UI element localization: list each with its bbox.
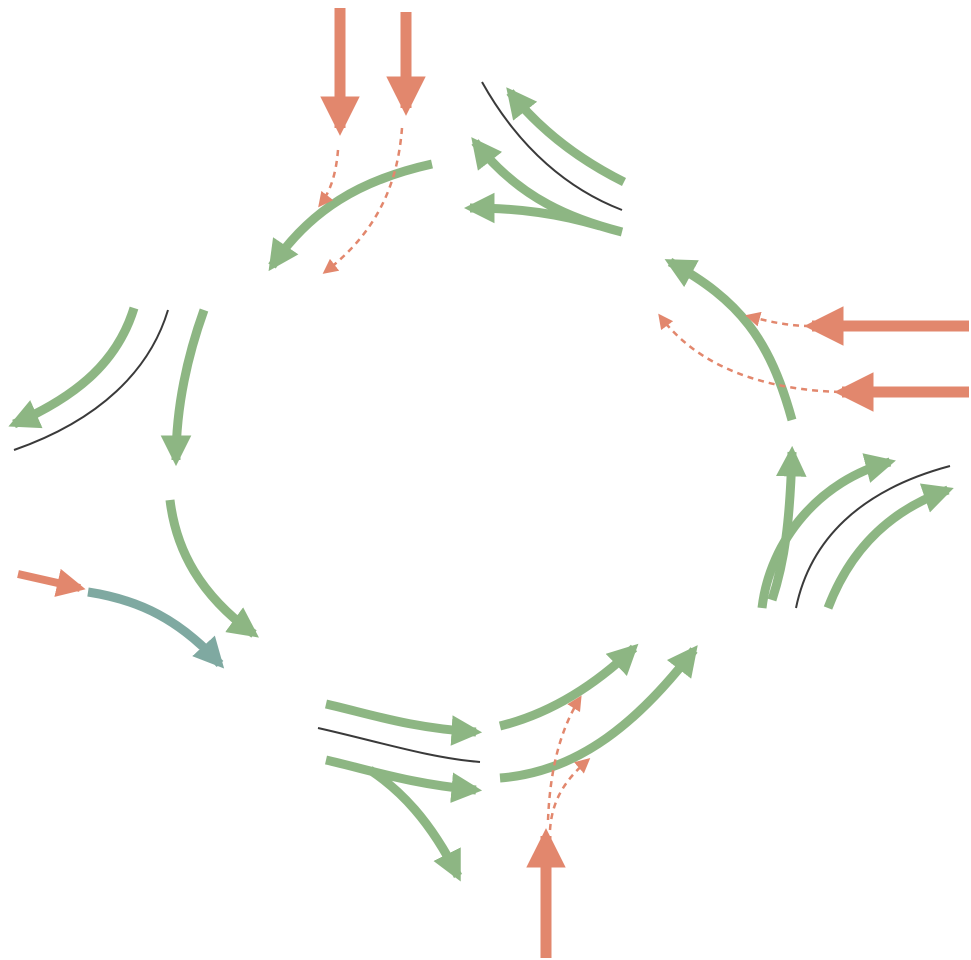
northeast-inner-arrow-b bbox=[463, 192, 602, 231]
southeast-outer-arrow bbox=[823, 483, 954, 610]
southwest-group bbox=[317, 699, 483, 882]
north-circulating-arrow bbox=[268, 159, 433, 272]
north-dashed-merge-left bbox=[318, 149, 340, 208]
west-outer-arrow bbox=[8, 306, 139, 429]
southeast-inner-arrow-a bbox=[757, 453, 896, 609]
east-dashed-merge-top bbox=[745, 311, 811, 328]
west-entry-arrow bbox=[17, 568, 86, 597]
west-lower-arrow bbox=[165, 499, 259, 638]
south-circulating-arrow-top bbox=[498, 643, 639, 731]
southwest-lane-divider bbox=[317, 727, 481, 763]
east-circulating-arrow bbox=[664, 258, 797, 422]
southeast-inner-arrow-b bbox=[767, 445, 807, 602]
southwest-inner-arrow-b bbox=[367, 766, 463, 882]
northeast-outer-arrow bbox=[506, 87, 627, 187]
southwest-inner-arrow-a bbox=[325, 755, 483, 804]
east-dashed-merge-bottom bbox=[658, 313, 841, 394]
south-dashed-merge-bottom bbox=[548, 758, 591, 831]
southeast-group bbox=[757, 445, 954, 610]
north-entry-group bbox=[268, 8, 433, 274]
east-entry-group bbox=[658, 258, 969, 422]
west-merge-arrow bbox=[87, 587, 225, 669]
north-dashed-merge-right bbox=[322, 127, 404, 274]
west-entry-group bbox=[17, 568, 225, 669]
south-circulating-arrow-bottom bbox=[499, 645, 698, 783]
south-dashed-merge-top bbox=[546, 695, 582, 821]
northeast-inner-arrow-a bbox=[471, 137, 624, 237]
northeast-group bbox=[463, 81, 627, 237]
southeast-lane-divider bbox=[795, 465, 951, 609]
northeast-lane-divider bbox=[481, 81, 623, 211]
south-entry-group bbox=[498, 643, 698, 958]
west-inner-arrow bbox=[160, 308, 209, 467]
west-group bbox=[8, 306, 259, 638]
west-lane-divider bbox=[13, 309, 169, 451]
southwest-outer-arrow bbox=[325, 699, 483, 746]
